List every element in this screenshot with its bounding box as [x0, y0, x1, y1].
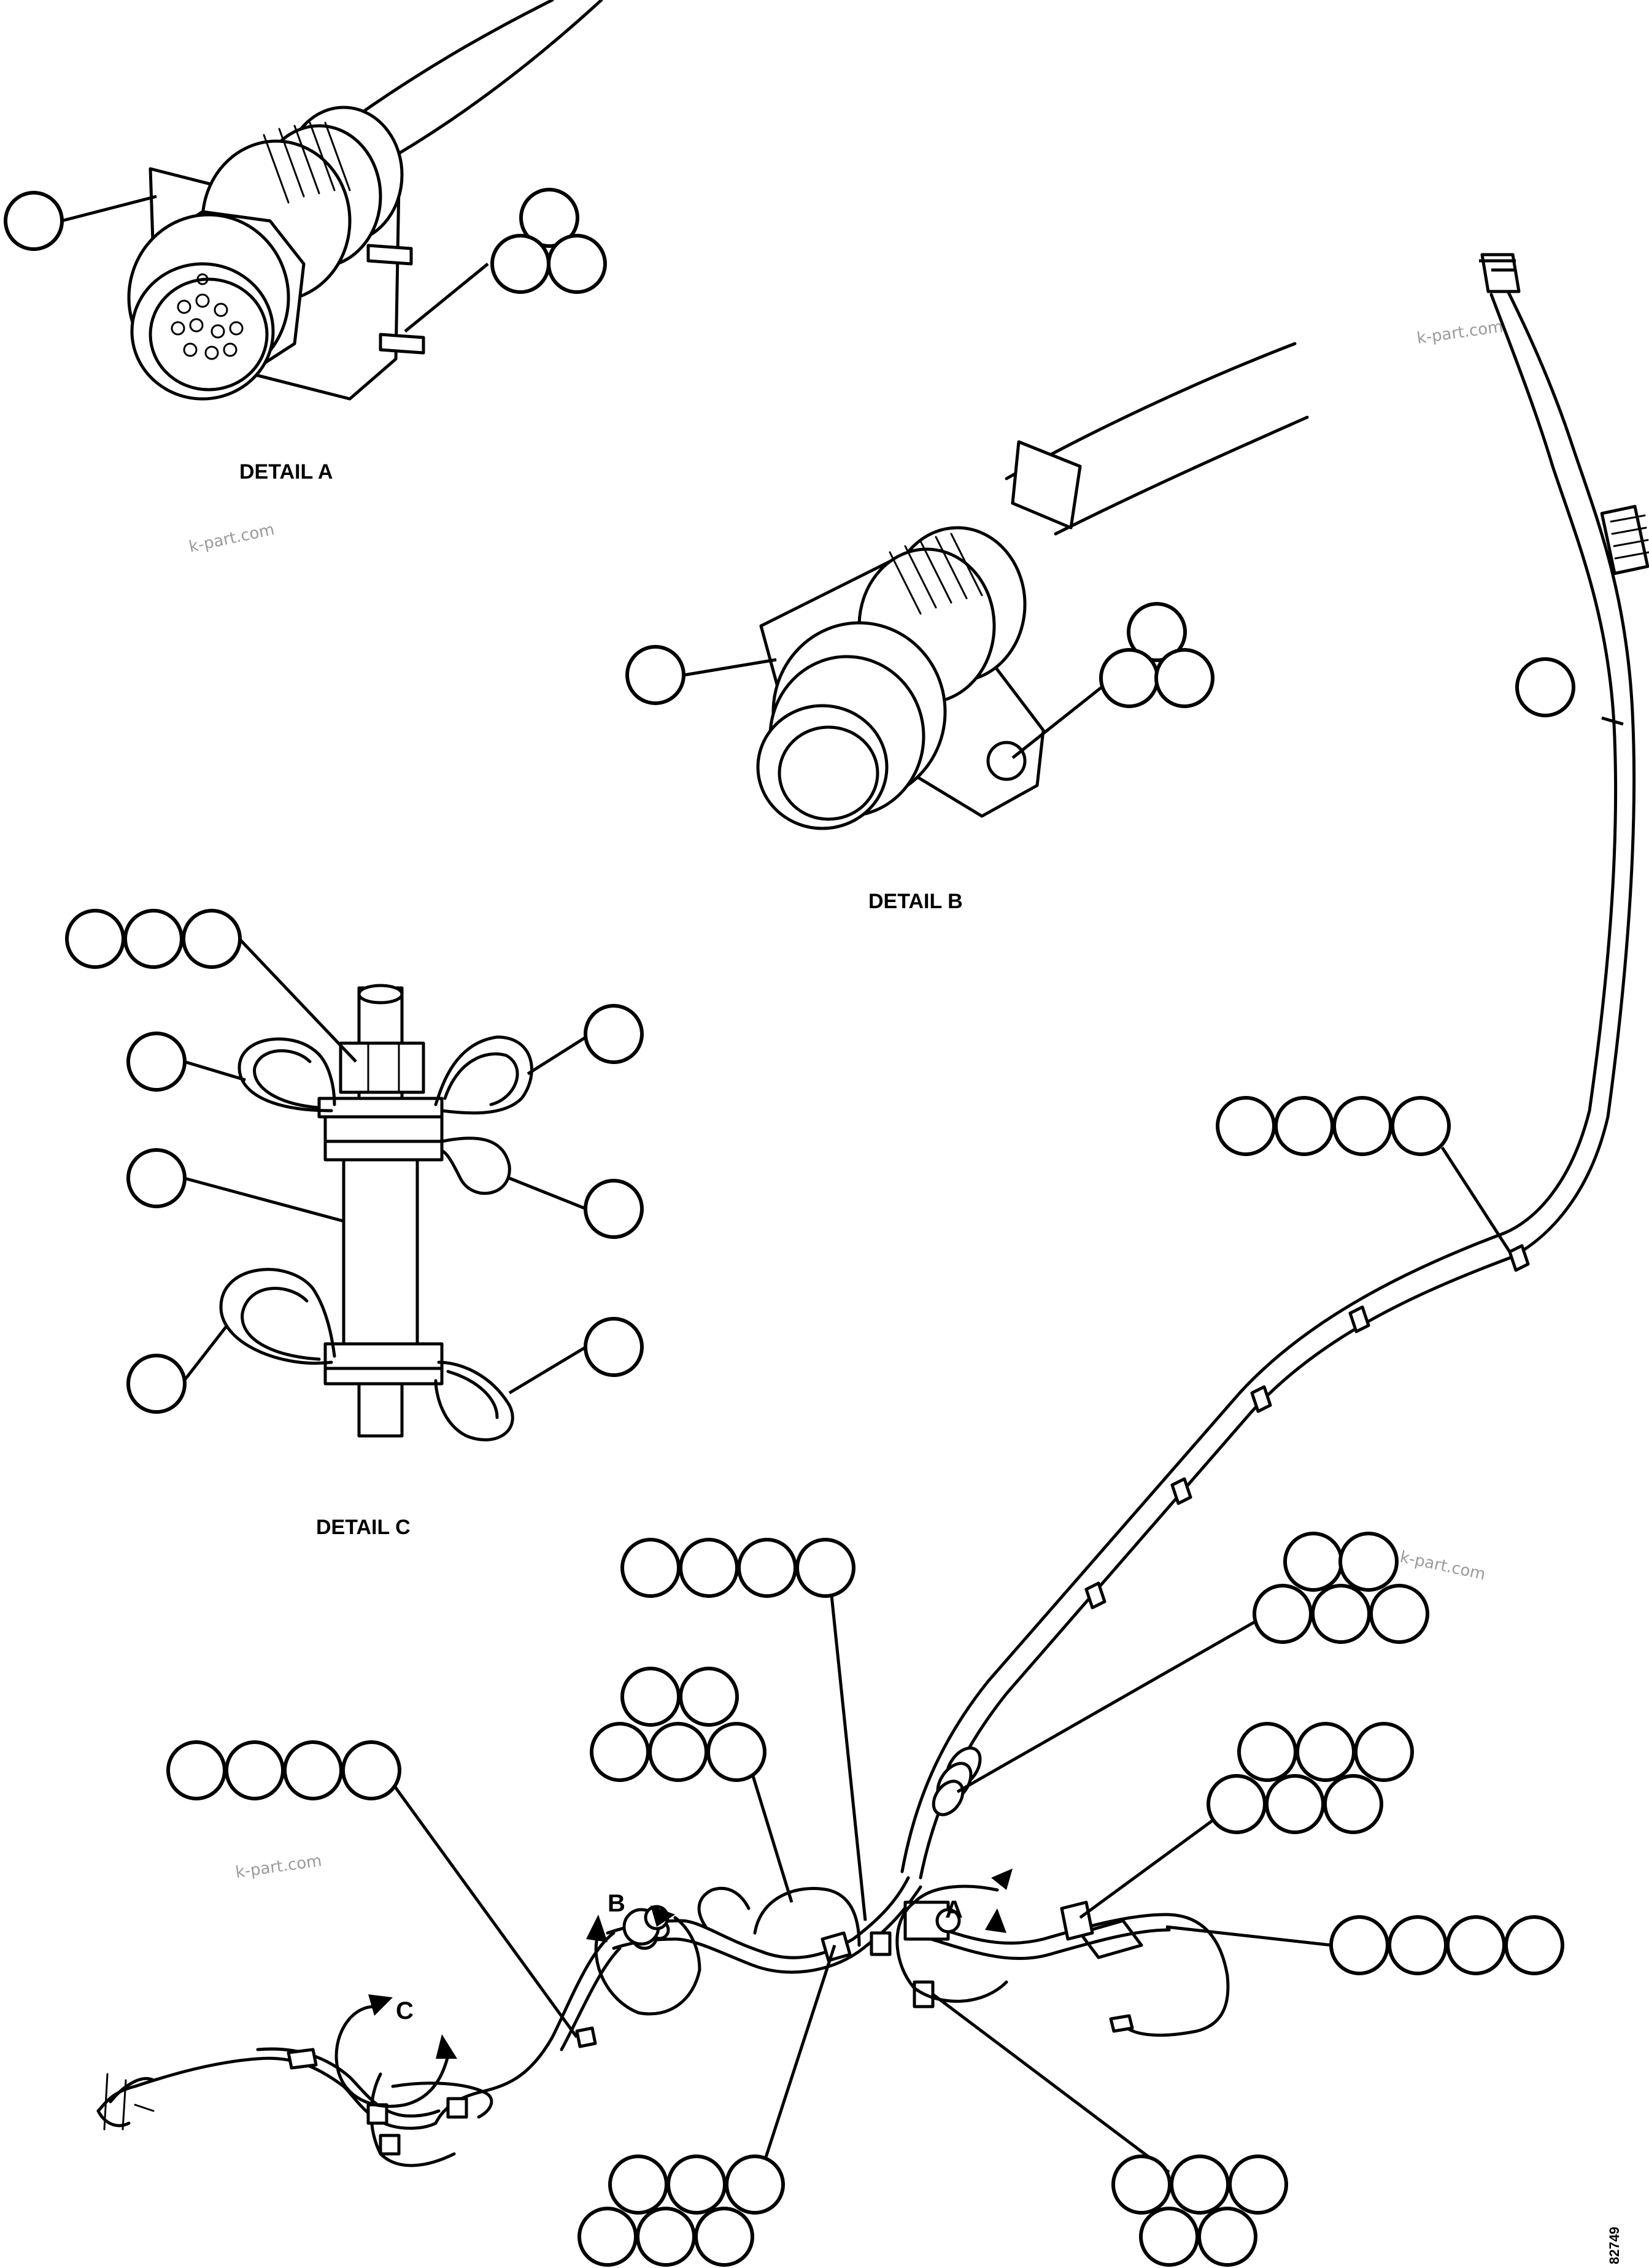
- watermark-1: k-part.com: [1416, 318, 1504, 348]
- detail-c-clip: [219, 984, 533, 1441]
- view-callout-b: B: [586, 1890, 701, 2016]
- detail-b-connector: [756, 342, 1309, 830]
- watermark-2: k-part.com: [187, 520, 276, 557]
- main-harness: [96, 253, 1649, 2167]
- detail-a-label: DETAIL A: [239, 460, 333, 484]
- view-callout-a: A: [895, 1869, 1013, 2003]
- drawing-code: 82749: [1607, 2227, 1622, 2264]
- view-label-c: C: [396, 1997, 414, 2024]
- watermark-3: k-part.com: [1399, 1548, 1488, 1584]
- leader-lines: [61, 195, 1624, 2174]
- view-callout-c: C: [334, 1994, 457, 2108]
- detail-c-label: DETAIL C: [316, 1516, 411, 1539]
- detail-a-connector: [127, 0, 603, 401]
- detail-b-label: DETAIL B: [868, 890, 963, 913]
- watermark-4: k-part.com: [234, 1852, 323, 1882]
- view-label-a: A: [945, 1896, 963, 1923]
- callout-balloons: [4, 188, 1575, 2267]
- view-label-b: B: [608, 1890, 625, 1917]
